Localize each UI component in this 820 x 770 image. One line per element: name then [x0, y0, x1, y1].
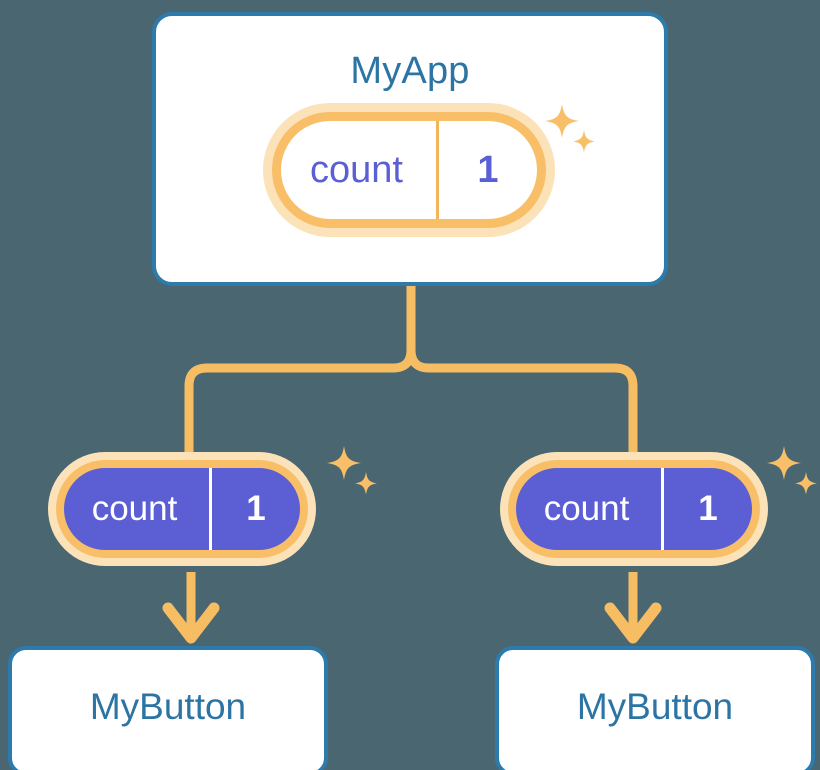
state-badge-right[interactable]: count 1 — [508, 460, 760, 558]
state-pill[interactable]: count 1 — [56, 460, 308, 558]
branch-connector-icon — [406, 286, 638, 452]
state-value-label: 1 — [698, 489, 718, 528]
state-key-label: count — [281, 121, 439, 219]
sparkle-icon — [767, 446, 801, 480]
button-card-title: MyButton — [89, 686, 247, 727]
arrow-down-icon-left — [162, 572, 220, 644]
state-badge-left[interactable]: count 1 — [56, 460, 308, 558]
state-pill[interactable]: count 1 — [508, 460, 760, 558]
branch-connector-left-icon — [184, 349, 416, 452]
button-card-title: MyButton — [576, 686, 734, 727]
state-value-label: 1 — [246, 489, 266, 528]
page-title: MyApp — [350, 50, 470, 92]
state-key-label: count — [516, 468, 664, 550]
arrow-down-icon-right — [604, 572, 662, 644]
state-pill[interactable]: count 1 — [272, 112, 546, 228]
button-card-left[interactable]: MyButton — [8, 646, 328, 770]
sparkle-small-icon — [795, 472, 817, 495]
sparkle-group-right — [767, 446, 817, 495]
state-key-label: count — [64, 468, 212, 550]
sparkle-group-left — [327, 446, 377, 495]
sparkle-small-icon — [355, 472, 377, 495]
sparkle-icon — [327, 446, 361, 480]
state-value-label: 1 — [477, 148, 499, 191]
button-card-right[interactable]: MyButton — [495, 646, 815, 770]
state-badge-app[interactable]: count 1 — [272, 112, 546, 228]
